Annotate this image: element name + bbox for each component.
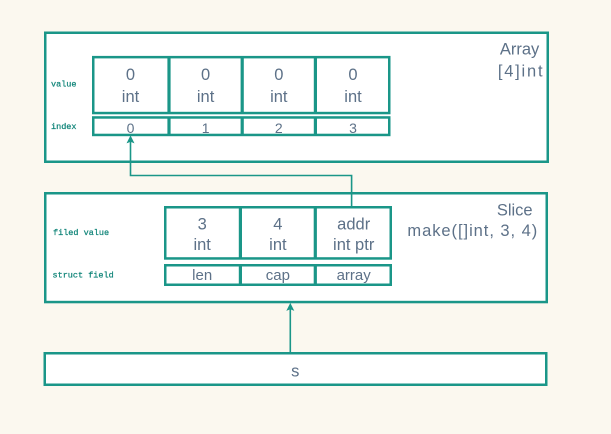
svg-text:4: 4 (273, 215, 282, 233)
svg-text:struct field: struct field (53, 271, 114, 281)
svg-text:int: int (197, 88, 215, 106)
svg-text:0: 0 (274, 66, 283, 84)
svg-text:0: 0 (201, 66, 210, 84)
svg-text:value: value (51, 80, 77, 90)
svg-text:0: 0 (127, 120, 135, 136)
svg-text:2: 2 (275, 120, 283, 136)
svg-text:0: 0 (126, 66, 135, 84)
svg-text:s: s (291, 362, 299, 380)
svg-text:int ptr: int ptr (333, 236, 375, 254)
svg-text:index: index (51, 122, 77, 132)
svg-text:3: 3 (349, 120, 357, 136)
svg-text:array: array (337, 267, 372, 284)
svg-text:int: int (270, 88, 288, 106)
svg-text:len: len (192, 267, 212, 284)
svg-text:0: 0 (348, 66, 357, 84)
svg-text:int: int (122, 88, 140, 106)
svg-text:int: int (193, 236, 211, 254)
svg-text:cap: cap (266, 267, 290, 284)
svg-text:1: 1 (202, 120, 210, 136)
svg-text:addr: addr (337, 215, 371, 233)
svg-text:Slice: Slice (497, 201, 533, 219)
svg-text:3: 3 (198, 215, 207, 233)
svg-text:filed value: filed value (53, 228, 109, 238)
svg-text:Array: Array (500, 41, 540, 59)
svg-text:int: int (269, 236, 287, 254)
svg-text:int: int (344, 88, 362, 106)
svg-text:[4]int: [4]int (498, 63, 545, 81)
svg-text:make([]int, 3, 4): make([]int, 3, 4) (407, 222, 538, 240)
